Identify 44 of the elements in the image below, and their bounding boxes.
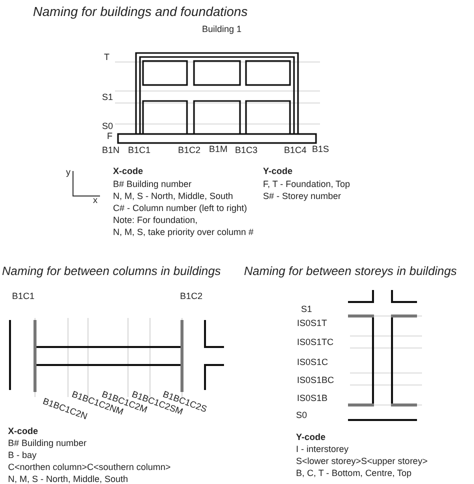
- legend-text: B# Building number: [113, 179, 192, 190]
- level-label: IS0S1T: [297, 318, 328, 329]
- position-label: B1C4: [284, 145, 307, 156]
- legend-text: N, M, S - North, Middle, South: [8, 474, 128, 484]
- legend-heading: X-code: [8, 426, 38, 437]
- legend-heading: Y-code: [263, 166, 293, 177]
- legend-text: C# - Column number (left to right): [113, 203, 248, 214]
- legend-text: B# Building number: [8, 438, 87, 449]
- section-heading: Naming for buildings and foundations: [33, 4, 248, 20]
- section-heading: Naming for between storeys in buildings: [244, 263, 457, 279]
- level-label: IS0S1TC: [297, 337, 334, 348]
- level-label: S0: [102, 121, 114, 132]
- position-label: B1C1: [128, 145, 151, 156]
- legend-text: I - interstorey: [296, 444, 349, 455]
- legend-heading: Y-code: [296, 432, 326, 443]
- legend-text: B - bay: [8, 450, 37, 461]
- legend-heading: X-code: [113, 166, 144, 177]
- level-label: S1: [301, 304, 312, 315]
- position-label: B1C3: [235, 145, 258, 156]
- building-name: Building 1: [202, 24, 242, 35]
- position-label: B1N: [102, 145, 120, 156]
- legend-text: S# - Storey number: [263, 191, 342, 202]
- legend-text: C<northen column>C<southern column>: [8, 462, 171, 473]
- legend-text: Note: For foundation,: [113, 215, 198, 226]
- legend-text: N, M, S, take priority over column #: [113, 227, 254, 238]
- legend-text: B, C, T - Bottom, Centre, Top: [296, 468, 412, 479]
- position-label: B1C1: [12, 291, 35, 302]
- position-label: B1M: [209, 144, 228, 155]
- position-label: B1C2: [180, 291, 203, 302]
- level-label: IS0S1BC: [297, 375, 334, 386]
- section-heading: Naming for between columns in buildings: [2, 263, 221, 279]
- legend-text: S<lower storey>S<upper storey>: [296, 456, 428, 467]
- axis-label: y: [66, 167, 70, 178]
- level-label: F: [107, 131, 112, 142]
- level-label: S1: [102, 92, 114, 103]
- legend-text: N, M, S - North, Middle, South: [113, 191, 234, 202]
- level-label: IS0S1C: [297, 357, 328, 368]
- level-label: T: [104, 52, 110, 63]
- position-label: B1S: [312, 144, 330, 155]
- position-label: B1C2: [178, 145, 201, 156]
- axis-label: x: [93, 195, 98, 206]
- level-label: S0: [296, 410, 308, 421]
- level-label: IS0S1B: [297, 393, 328, 404]
- legend-text: F, T - Foundation, Top: [263, 179, 350, 190]
